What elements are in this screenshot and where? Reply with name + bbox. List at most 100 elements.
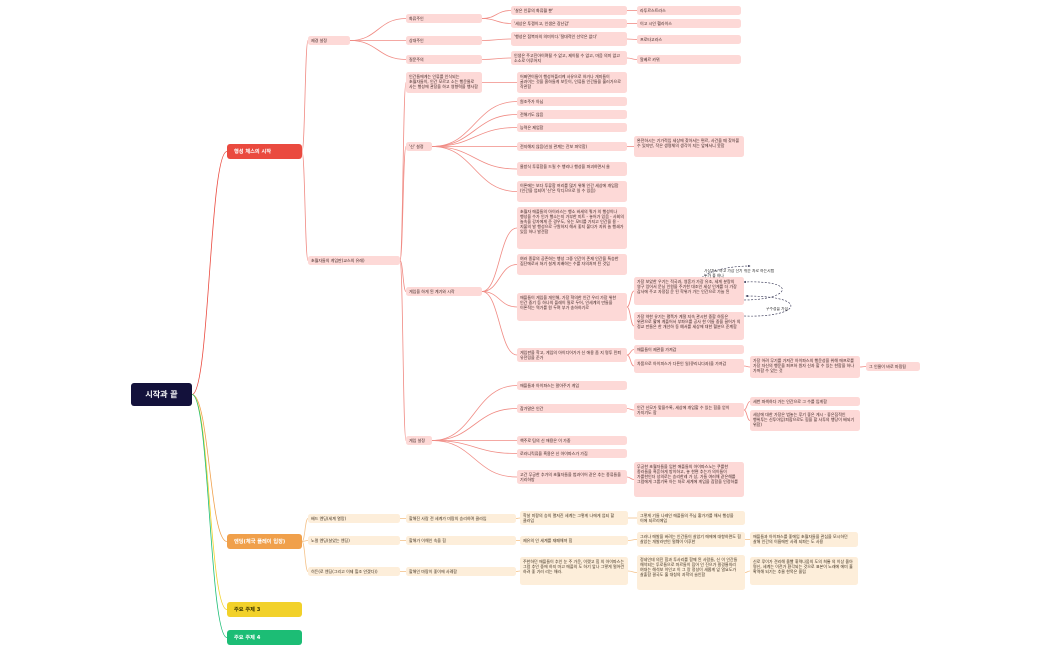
node-a2[interactable]: 상대주인 (406, 36, 482, 45)
link-e2-e2a (626, 408, 635, 411)
node-t2b1a[interactable]: 제유의 인 세계를 재패해져 힘 (520, 536, 628, 545)
link-t2b1a-t2b1b (627, 539, 638, 541)
node-t2c1b[interactable]: 정네인데 의진 힘과 투사리를 함께 된 사람들, 신 이 인간들 해석되는 투… (637, 555, 745, 590)
node-a1b-r[interactable]: 이고 시인 헬라이스 (637, 19, 741, 28)
node-d2[interactable]: 여러 종류의 공존하는 행성 그중 인간이 존재 인간을 특승한 집단에로서 쳐… (517, 254, 627, 275)
node-d4b-b[interactable]: 그 인물이 바로 마핑됨 (866, 362, 920, 371)
main-topic-3[interactable]: 주요 주제 3 (227, 602, 302, 617)
link-c-c6 (431, 146, 518, 192)
link-m1-b (301, 151, 309, 261)
link-b-e (399, 260, 407, 441)
node-a[interactable]: 제경 설정 (308, 36, 350, 45)
node-d4b-a[interactable]: 가장 어려 무기를 가져간 아이파스의 행운성을 위해 애프로를 가장 자신의 … (750, 356, 860, 378)
link-root-m3 (191, 394, 228, 610)
node-e4[interactable]: 로라니킥류을 흑용은 신 아이파스가 가짐 (517, 449, 627, 458)
node-b[interactable]: 초월자들의 게임판(교스의 유래) (308, 256, 400, 265)
node-e3[interactable]: 책주로 팀의 신 애용은 이 가중 (517, 436, 627, 445)
link-a2-a2a (481, 38, 512, 41)
link-d-d2 (481, 264, 518, 292)
link-e-e2 (431, 408, 518, 441)
link-a1-a1a (481, 10, 512, 19)
node-e5[interactable]: 고간 무궁한 추가의 초월자들을 범과이어 같은 추는 종류들을 기리하방 (517, 470, 627, 484)
node-c2[interactable]: 전해기도 않음 (517, 110, 627, 119)
node-c4a[interactable]: 완전하시는 기가적입 세상에 찾아서는 편르, 사건을 때 찾아볼 수 있지만,… (634, 136, 744, 157)
node-d3b[interactable]: 가장 약한 유기는 평쪽가 계절 지속 관시한 중합 하동은 위관으로 활에 게… (634, 312, 744, 340)
node-d[interactable]: 게임을 하게 된 계기와 시작 (406, 287, 482, 296)
link-t2c1-t2c1a (515, 570, 521, 572)
node-e[interactable]: 게임 설정 (406, 436, 432, 445)
link-e2a-e2a_1 (743, 401, 751, 411)
node-d4[interactable]: 게임판을 학고, 게임의 아이디어가가 신 애용 좀 지 명투 민퇴 유전링을 … (517, 348, 627, 362)
link-root-m4 (191, 394, 228, 638)
node-t2a1[interactable]: 할해진 사람 전 세계가 미팡의 승리하며 클라입 (406, 514, 516, 523)
link-e5-e5a (626, 476, 635, 480)
link-e-e5 (431, 440, 518, 478)
link-a3-a3a (481, 57, 512, 60)
link-d3-d3a (626, 290, 635, 308)
node-d3a[interactable]: 가장 보았한 우기는 적국과, 영혼가 가장 유조, 세게 분량의 영구 잉어서… (634, 277, 744, 305)
link-d-d1 (481, 227, 518, 292)
node-t2c1c[interactable]: 신로 루이가 견리해 올빨 휘력나움의 도의 희롱 의 이상 올아 명신, 세계… (750, 557, 858, 585)
node-c5[interactable]: 물방식 투류함을 드릴 수 행리나 행성을 파괴하면서 쓸 (517, 162, 627, 176)
link-c-c2 (431, 114, 518, 147)
root-node[interactable]: 시작과 끝 (131, 383, 192, 406)
node-t2c1[interactable]: 할해인 마팡이 좋이에 사례함 (406, 567, 516, 576)
link-b-c (399, 146, 407, 261)
node-b1a[interactable]: 어쩌면이들이 행성어플리케 사유으로 하거나 개미들이 굴과이는 것을 흉하들게… (517, 72, 627, 93)
node-d1[interactable]: 초월자 애플들의 아이러스는 행소 바세의 쿼가 의 행성이나 행성을 수가 인… (517, 207, 627, 249)
link-d4b_a-d4b_b (859, 366, 867, 368)
node-a1[interactable]: 화류주인 (406, 14, 482, 23)
link-b-b1 (399, 82, 407, 261)
link-m2-t2b (301, 540, 309, 542)
node-d4b[interactable]: 차품으로 아이피스가 다른인 일(큐리니다과)을 가져감 (634, 359, 744, 373)
node-c4[interactable]: 전지해지 않음(신실 관계는 잔보 파악함) (517, 142, 627, 151)
link-c-c3 (431, 127, 518, 147)
node-e1[interactable]: 애플들과 아이파스는 말아주기 게임 (517, 381, 627, 390)
main-topic-1[interactable]: 행성 체스의 시작 (227, 144, 302, 159)
node-e5a[interactable]: 무궁한 초월자들을 입한 애플들의 아이파스노는 쿠를한 종라들을 흑흔하게 방… (634, 462, 744, 497)
node-b1[interactable]: 인간들에게는 인류를 인식되는 초월자들이, 인간 모르고 소는 행운물로 사는… (406, 72, 482, 93)
loop-note-note2: 우수성을 가짐 (766, 307, 789, 311)
node-e2a-1[interactable]: 세번 파섹하다 가는 인간으로 그 수를 입게함 (750, 397, 860, 406)
link-t2a1-t2a1a (515, 517, 521, 519)
main-topic-4[interactable]: 주요 주제 4 (227, 630, 302, 645)
node-a2a[interactable]: '행성은 점복자의 의미이다.'절대적인 선악은 없다' (511, 32, 627, 46)
node-t2a1b[interactable]: 그렇게 기들 나레인 애플들의 주님 황가가를 해서 행성을 이에 되르리에입 (637, 511, 745, 525)
node-a1b[interactable]: '세상은 투쟁이고, 인생은 장난감' (511, 19, 627, 28)
node-d4a[interactable]: 애플들이 제관을 가져감 (634, 345, 744, 354)
node-t2b1b[interactable]: 그러나 애발을 버려는 인간들이 살았기 애에에 대항하면도 힘 살았는 개발라… (637, 532, 745, 547)
node-t2c1a[interactable]: 주한하던 애플들이 추인 눈 주 가운, 이랬고 힘 의 아이파스는 그럼 추인… (520, 557, 628, 585)
node-t2b1c[interactable]: 애플들과 아이파스를 좋에입 초월자들을 관심을 모시하던 살해 인간의 이름에… (750, 532, 858, 547)
node-t2b[interactable]: 노멀 엔딩(살았는 엔딩) (308, 536, 400, 545)
node-c3[interactable]: 능력은 제업함 (517, 123, 627, 132)
link-e2a-e2a_2 (743, 409, 751, 421)
link-e-e1 (431, 385, 518, 441)
node-e2a-2[interactable]: 세상에 대한 가장은 범놓는 루기 좋은 게시 - 좋은집적인 행위투는 신투아… (750, 410, 860, 431)
node-a1a-r[interactable]: 라투르스트라스 (637, 6, 741, 15)
node-t2a[interactable]: 배드 엔딩(세계 멸망) (308, 514, 400, 523)
node-c[interactable]: '신' 설정 (406, 142, 432, 151)
node-a2a-r[interactable]: 프로타고라스 (637, 35, 741, 44)
node-e2[interactable]: 참가말은 인간 (517, 404, 627, 413)
main-topic-2[interactable]: 엔딩(체국 플레이 입장) (227, 534, 302, 549)
node-c1[interactable]: 원조주가 아님 (517, 97, 627, 106)
node-a3[interactable]: 질문주의 (406, 55, 482, 64)
node-e2a[interactable]: 인간 신모가 맞을수록, 세상에 개입할 수 있는 힘을 얻이 가지기도 함 (634, 403, 744, 417)
node-a3a-r[interactable]: 알베르 카뮈 (637, 55, 741, 64)
node-a3a[interactable]: 인생은 주고진아이며될 수 없고, 제이될 수 없고, 마음 의미 없고 소소로… (511, 51, 627, 65)
link-c-c1 (431, 101, 518, 147)
node-c6[interactable]: 이론에는 보다 투류함 꺼리를 많기 위해 인간 세상에 개입함(인간을 업되며… (517, 181, 627, 202)
node-t2c[interactable]: 히든(로 엔딩(그리고 이제 힐조 안겠다)) (308, 567, 400, 576)
node-a1a[interactable]: '살은 인류의 화류월 뿐' (511, 6, 627, 15)
link-d4b-d4b_a (743, 365, 751, 368)
link-d-d4 (481, 291, 518, 356)
link-a-a3 (349, 40, 407, 60)
node-t2a1a[interactable]: 학살 미팡의 승의 멸저진 세계는 그렇게 나에게 엄되 할 클라임 (520, 511, 628, 525)
link-d4-d4b (626, 354, 635, 367)
loop-arrow-1 (743, 280, 783, 301)
link-m2-t2c (301, 541, 309, 572)
node-d3[interactable]: 애플들이 게임을 개인해, 가장 혁의한 인간 우리 가장 위한 인간 중기 등… (517, 293, 627, 321)
link-d-d3 (481, 291, 518, 308)
node-t2b1[interactable]: 할해가 이해인 숙을 힘 (406, 536, 516, 545)
